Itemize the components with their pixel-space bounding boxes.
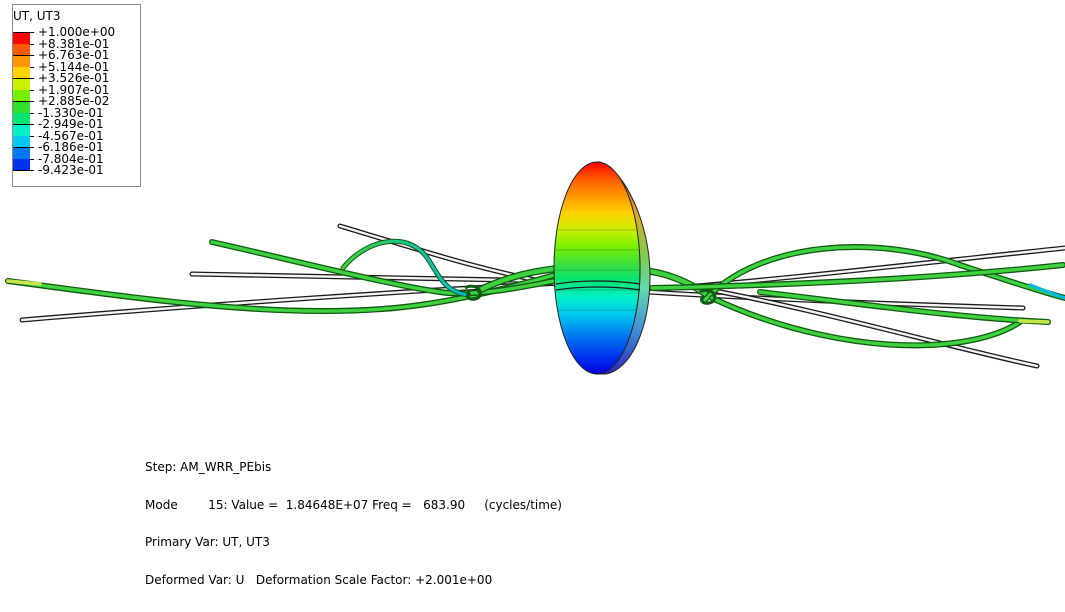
white-wire-long-left (19, 280, 565, 323)
legend-color-scale: +1.000e+00+8.381e-01+6.763e-01+5.144e-01… (13, 26, 133, 182)
primary-var-label: Primary Var: UT, UT3 (145, 535, 270, 549)
legend-color-swatch (13, 136, 30, 148)
legend-color-swatch (13, 113, 30, 125)
deformed-model (5, 161, 1065, 375)
legend-value-label: -6.186e-01 (38, 140, 104, 154)
legend-color-swatch (13, 32, 30, 44)
mode-label: Mode 15: Value = 1.84648E+07 Freq = 683.… (145, 497, 562, 512)
legend-color-swatch (13, 147, 30, 159)
legend-value-label: +1.000e+00 (38, 25, 116, 39)
viewport-canvas[interactable]: UT, UT3 +1.000e+00+8.381e-01+6.763e-01+5… (0, 0, 1065, 586)
deformed-var-label: Deformed Var: U Deformation Scale Factor… (145, 572, 493, 587)
legend-value-label: +2.885e-02 (38, 94, 110, 108)
central-disk (553, 161, 651, 375)
legend-color-swatch (13, 159, 30, 171)
white-wire-short-diagonal (337, 223, 559, 287)
legend-color-swatch (13, 67, 30, 79)
green-wire-right-arc-lower (709, 295, 1023, 349)
legend-value-label: +6.763e-01 (38, 48, 110, 62)
legend-value-label: -2.949e-01 (38, 117, 104, 131)
legend-value-label: +3.526e-01 (38, 71, 110, 85)
white-wire-right-diagonal (697, 285, 1040, 369)
legend-value-label: -7.804e-01 (38, 151, 104, 166)
wire-knot-left (464, 284, 482, 301)
legend-value-label: -1.330e-01 (38, 105, 104, 120)
contour-legend (12, 4, 141, 187)
legend-value-label: +5.144e-01 (38, 59, 110, 74)
green-wire-right-short (757, 289, 1051, 325)
legend-color-swatch (13, 44, 30, 56)
green-wire-loop-left (340, 238, 471, 298)
green-wire-upper-left (209, 239, 561, 297)
green-wire-right-arc-upper (702, 244, 1065, 303)
legend-tick (13, 170, 34, 171)
legend-color-swatch (13, 101, 30, 113)
green-wire-right-straight (649, 262, 1065, 291)
legend-color-swatch (13, 124, 30, 136)
legend-value-label: +1.907e-01 (38, 82, 110, 97)
legend-color-swatch (13, 55, 30, 67)
legend-color-swatch (13, 78, 30, 90)
info-block: Step: AM_WRR_PEbis Mode 15: Value = 1.84… (145, 436, 562, 611)
step-label: Step: AM_WRR_PEbis (145, 460, 272, 474)
legend-color-swatch (13, 90, 30, 102)
wire-knot-right (699, 288, 717, 305)
legend-value-label: -4.567e-01 (38, 128, 104, 143)
legend-value-label: +8.381e-01 (38, 36, 110, 51)
legend-title: UT, UT3 (13, 9, 61, 23)
legend-value-label: -9.423e-01 (38, 163, 104, 177)
